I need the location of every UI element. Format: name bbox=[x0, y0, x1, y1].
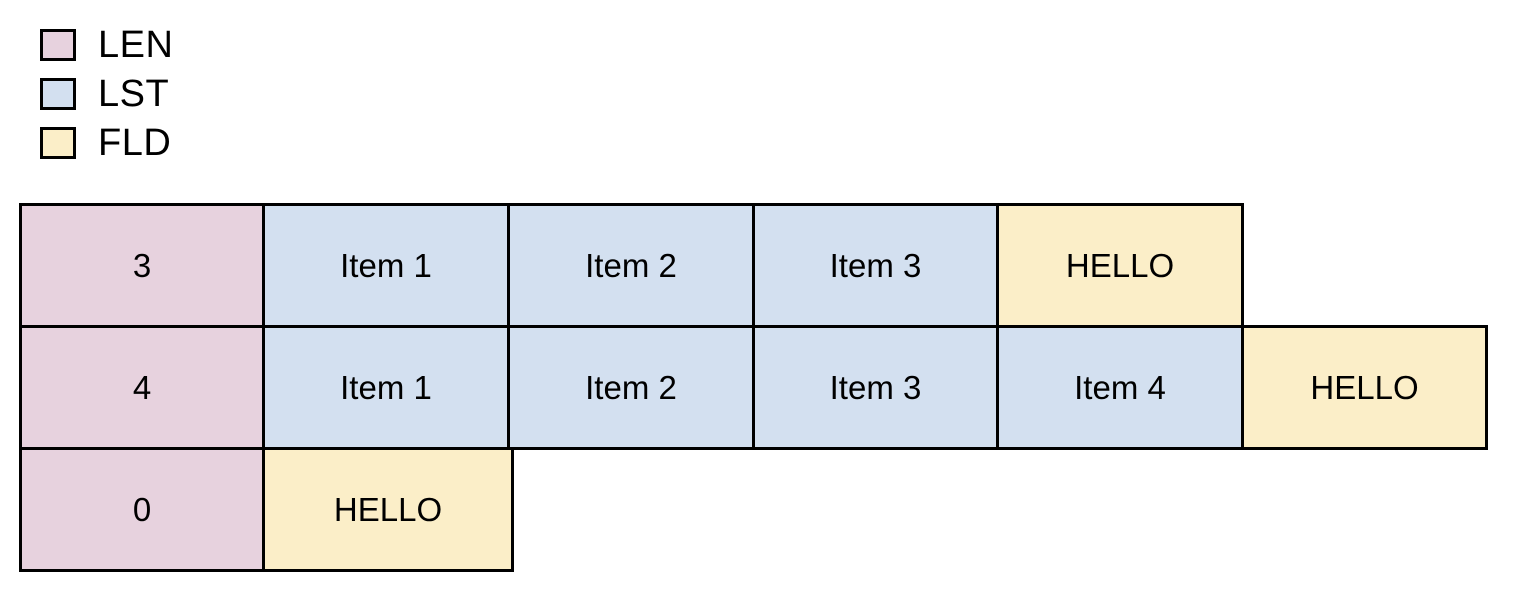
legend-item-lst: LST bbox=[40, 69, 173, 118]
table-cell-fld: HELLO bbox=[1241, 325, 1488, 450]
table-cell-lst: Item 1 bbox=[262, 203, 510, 328]
legend-label: LEN bbox=[98, 23, 174, 66]
legend-item-len: LEN bbox=[40, 20, 173, 69]
table-cell-lst: Item 2 bbox=[507, 203, 755, 328]
legend-swatch-fld-icon bbox=[40, 126, 76, 159]
table-cell-lst: Item 1 bbox=[262, 325, 510, 450]
legend-swatch-len-icon bbox=[40, 28, 76, 61]
legend-swatch-lst-icon bbox=[40, 77, 76, 110]
table-cell-len: 4 bbox=[19, 325, 265, 450]
table-cell-lst: Item 2 bbox=[507, 325, 755, 450]
legend-label: LST bbox=[98, 72, 170, 115]
table-cell-lst: Item 3 bbox=[752, 203, 999, 328]
table-cell-len: 0 bbox=[19, 447, 265, 572]
legend-label: FLD bbox=[98, 121, 172, 164]
legend-item-fld: FLD bbox=[40, 118, 173, 167]
table-cell-lst: Item 3 bbox=[752, 325, 999, 450]
table-cell-len: 3 bbox=[19, 203, 265, 328]
legend: LEN LST FLD bbox=[40, 20, 173, 167]
table-cell-fld: HELLO bbox=[996, 203, 1244, 328]
table-cell-lst: Item 4 bbox=[996, 325, 1244, 450]
table-cell-fld: HELLO bbox=[262, 447, 514, 572]
